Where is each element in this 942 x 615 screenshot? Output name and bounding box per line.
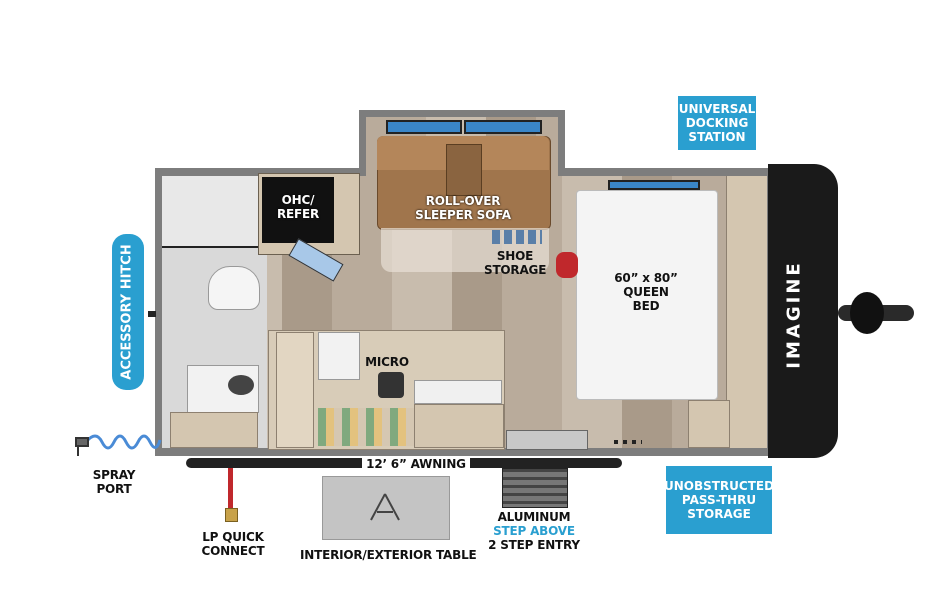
lp-label: LP QUICK CONNECT	[198, 530, 268, 558]
sofa-line-1: ROLL-OVER	[425, 194, 501, 208]
shower	[162, 176, 262, 248]
ohc-refer-panel	[262, 177, 334, 243]
shoe-label: SHOE STORAGE	[484, 249, 546, 277]
table-label: INTERIOR/EXTERIOR TABLE	[300, 548, 477, 562]
toilet	[208, 266, 260, 310]
front-cap	[768, 164, 838, 458]
cooktop	[378, 372, 404, 398]
table-legs-icon	[370, 493, 400, 521]
bed-line-2: QUEEN	[623, 285, 669, 299]
exterior-table	[322, 476, 450, 540]
bath-sink	[228, 375, 254, 395]
ohc-refer-line-1: OHC/	[281, 193, 315, 207]
ohc-refer-line-2: REFER	[276, 207, 320, 221]
lp-line-1: LP QUICK	[202, 530, 264, 544]
bed-line-3: BED	[632, 299, 660, 313]
spray-hose-icon	[75, 434, 162, 456]
bed	[576, 190, 718, 400]
nightstand-items	[556, 252, 578, 278]
awning-label: 12’ 6” AWNING	[366, 457, 466, 471]
universal-docking-callout: UNIVERSAL DOCKING STATION	[678, 96, 756, 150]
front-storage	[726, 176, 767, 448]
sofa-label: ROLL-OVER SLEEPER SOFA	[390, 194, 536, 222]
pass-thru-line-2: PASS-THRU	[681, 493, 757, 507]
wardrobe	[688, 400, 730, 448]
awning-label-bg	[362, 456, 470, 470]
sofa-window-right	[464, 120, 542, 134]
pantry	[276, 332, 314, 448]
spray-coil-path	[84, 434, 162, 450]
kitchen-seat	[414, 404, 504, 448]
bath-cabinet	[170, 412, 258, 448]
brand-text: IMAGINE	[783, 259, 805, 369]
hitch-mount	[148, 311, 156, 317]
universal-line-1: UNIVERSAL	[678, 102, 756, 116]
hitch-label: ACCESSORY HITCH	[120, 244, 135, 380]
universal-line-2: DOCKING	[685, 116, 749, 130]
pass-thru-callout: UNOBSTRUCTED PASS-THRU STORAGE	[663, 466, 775, 534]
entry-label: ALUMINUM STEP ABOVE 2 STEP ENTRY	[478, 510, 590, 552]
pass-thru-line-1: UNOBSTRUCTED	[663, 479, 775, 493]
entry-door	[506, 430, 588, 450]
drawers	[318, 408, 414, 446]
ohc-refer-label: OHC/ REFER	[262, 193, 334, 221]
accessory-hitch-callout: ACCESSORY HITCH	[112, 234, 144, 390]
entry-line-2: STEP ABOVE	[493, 524, 575, 538]
shoe-line-1: SHOE	[496, 249, 534, 263]
entry-steps	[502, 468, 568, 508]
spray-line-1: SPRAY	[92, 468, 136, 482]
lp-fitting-icon	[225, 508, 238, 522]
bed-label: 60” x 80” QUEEN BED	[588, 271, 704, 313]
table-legs-path	[370, 493, 400, 521]
spray-nozzle-path	[75, 437, 89, 456]
kitchen-sink	[414, 380, 502, 404]
door-dots	[614, 440, 642, 444]
sofa-console	[446, 144, 482, 196]
bed-line-1: 60” x 80”	[614, 271, 678, 285]
sofa-window-left	[386, 120, 462, 134]
sofa-line-2: SLEEPER SOFA	[415, 208, 511, 222]
lp-line-2: CONNECT	[201, 544, 265, 558]
entry-line-1: ALUMINUM	[497, 510, 571, 524]
micro-label: MICRO	[365, 355, 409, 369]
lp-hose	[228, 468, 233, 512]
spray-label: SPRAY PORT	[86, 468, 142, 496]
spray-line-2: PORT	[96, 482, 132, 496]
shoe-icons	[492, 230, 542, 244]
hitch-jack	[850, 292, 884, 334]
universal-line-3: STATION	[688, 130, 746, 144]
entry-line-3: 2 STEP ENTRY	[488, 538, 580, 552]
shoe-line-2: STORAGE	[484, 263, 547, 277]
pass-thru-line-3: STORAGE	[687, 507, 751, 521]
bed-window	[608, 180, 700, 190]
brand-logo: IMAGINE	[768, 234, 820, 394]
microwave	[318, 332, 360, 380]
